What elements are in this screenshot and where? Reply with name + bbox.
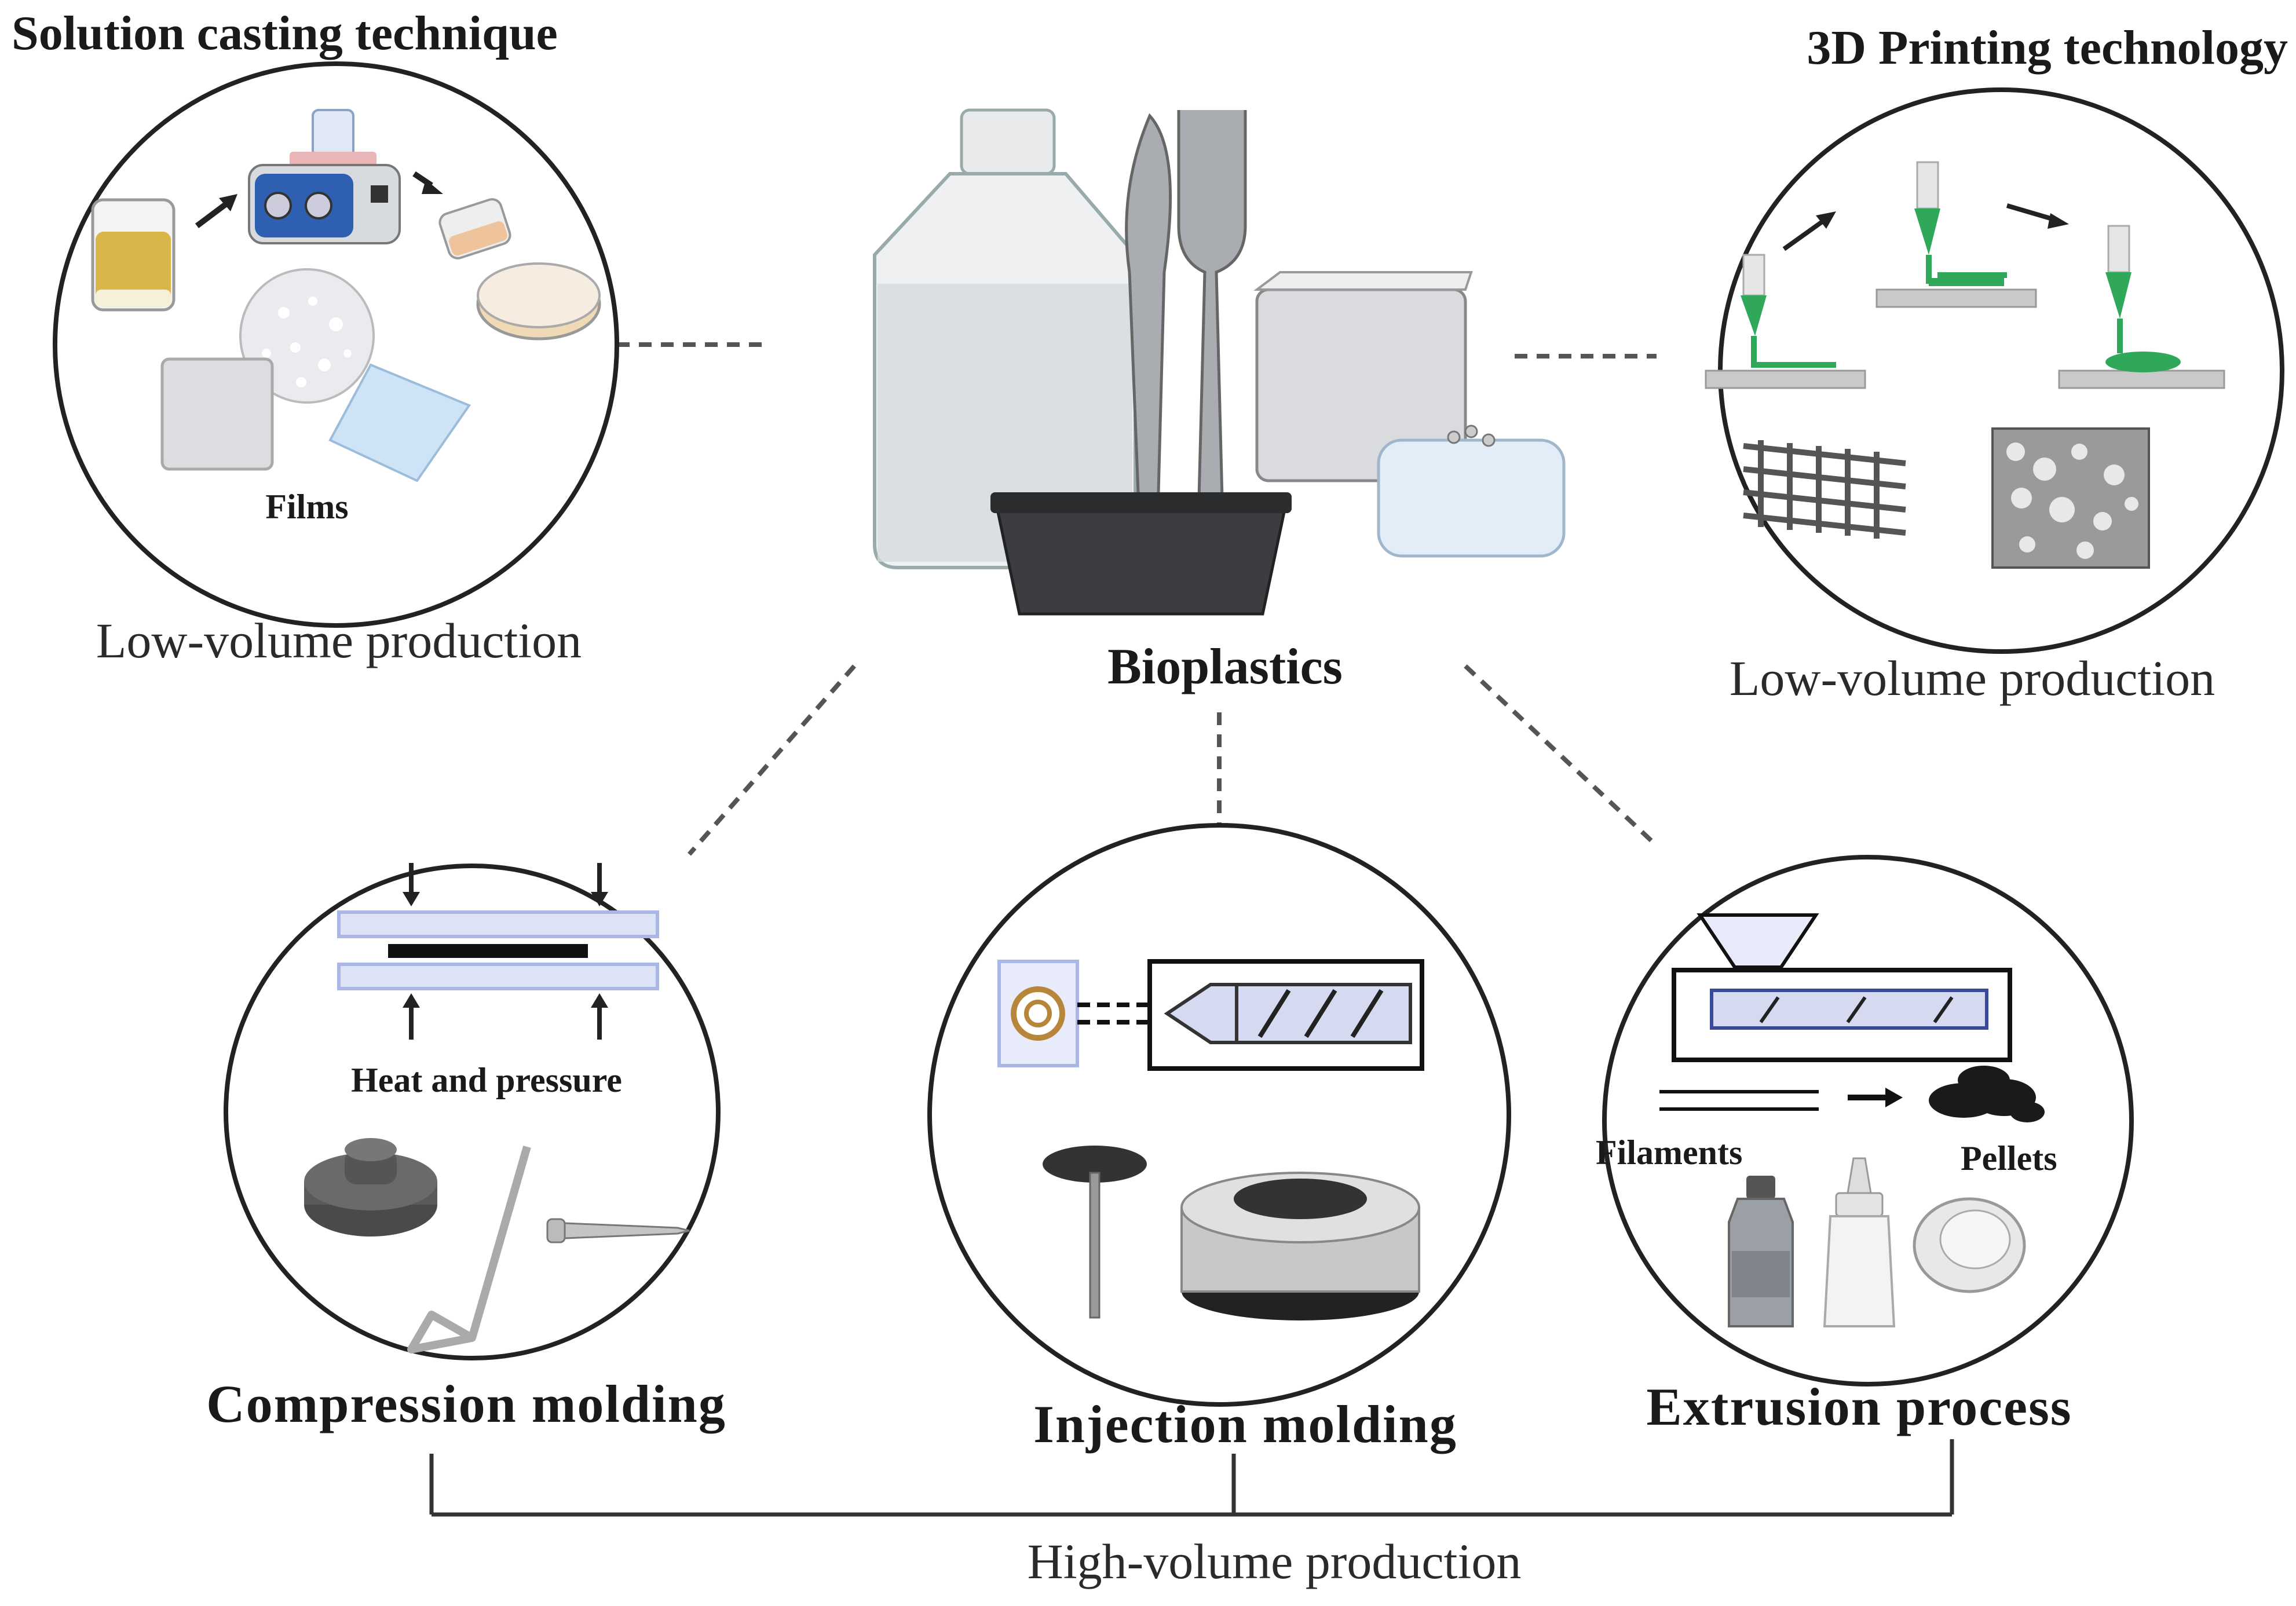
sample-layer: [388, 944, 588, 958]
solution-casting-panel: Films: [53, 61, 619, 628]
blue-film-icon: [328, 363, 471, 482]
connector-compression: [687, 664, 857, 856]
extruder-barrel-icon: [1672, 968, 2012, 1062]
arrow-head-icon-2: [422, 180, 443, 194]
injection-molding-panel: [927, 823, 1511, 1407]
bottom-plate: [337, 963, 659, 990]
printer-nozzle-icon-2: [1875, 161, 2037, 308]
beaker-icon: [91, 198, 176, 312]
printer-nozzle-icon-1: [1705, 254, 1866, 389]
mold-icon: [997, 960, 1079, 1067]
cube-icon: [1253, 271, 1473, 482]
injection-circle: [927, 823, 1511, 1407]
molded-part-icon: [1180, 1172, 1420, 1320]
pellets-icon: [1929, 1066, 2045, 1122]
low-volume-left-label: Low-volume production: [96, 613, 582, 668]
bioplastics-illustration: [873, 108, 1566, 616]
bottle-icon-2: [1728, 1176, 1794, 1327]
petri-dish-icon: [476, 262, 601, 341]
nozzle-lines: [1077, 1003, 1164, 1025]
heat-pressure-label: Heat and pressure: [351, 1061, 622, 1099]
high-volume-bracket: [429, 1439, 1954, 1517]
connector-extrusion: [1464, 664, 1658, 847]
connectors: [617, 342, 1658, 856]
arrow-up-icon-2: [591, 993, 608, 1008]
filaments-label: Filaments: [1596, 1133, 1742, 1172]
arrow-down-icon-1: [403, 892, 420, 906]
compression-molding-label: Compression molding: [206, 1374, 726, 1433]
hydrogel-icon: [1377, 425, 1566, 558]
bottle-cap-icon: [1913, 1197, 2026, 1293]
solution-casting-title: Solution casting technique: [12, 6, 558, 60]
arrow-head-icon-3: [1816, 211, 1836, 229]
printer-nozzle-icon-3: [2058, 225, 2225, 389]
screw-icon: [546, 1218, 690, 1243]
top-plate: [337, 910, 659, 938]
arrow-down-icon-2: [591, 892, 608, 906]
3d-printing-title: 3D Printing technology: [1807, 21, 2288, 75]
filaments-icon: [1659, 1090, 1819, 1111]
knob-icon: [304, 1138, 437, 1236]
baby-bottle-icon: [1823, 1157, 1896, 1327]
injection-molding-label: Injection molding: [1033, 1395, 1457, 1454]
injection-barrel-icon: [1147, 959, 1424, 1071]
high-volume-label: High-volume production: [1028, 1534, 1522, 1589]
ejector-pin-icon: [1043, 1146, 1147, 1319]
extrusion-panel: Filaments Pellets: [1596, 855, 2134, 1386]
bioplastics-label: Bioplastics: [1107, 639, 1343, 695]
arrow-icon-3: [1782, 218, 1826, 251]
pressure-arrows-down: [409, 863, 602, 895]
fork-icon: [1177, 110, 1247, 508]
lattice-scaffold-icon: [1743, 440, 1906, 539]
hotplate-stirrer-icon: [248, 109, 401, 244]
films-label: Films: [265, 488, 348, 526]
tray-icon: [990, 492, 1292, 616]
compression-molding-panel: Heat and pressure: [224, 863, 721, 1360]
porous-block-icon: [1991, 427, 2150, 569]
arrow-head-icon-4: [2048, 213, 2069, 229]
hopper-icon: [1697, 913, 1819, 969]
low-volume-right-label: Low-volume production: [1730, 650, 2215, 706]
hook-icon: [407, 1146, 531, 1353]
pellets-label: Pellets: [1961, 1139, 2057, 1177]
compression-circle: [224, 864, 721, 1360]
square-film-icon: [160, 357, 274, 471]
arrow-icon-4: [2006, 203, 2057, 222]
arrow-head-icon: [219, 194, 237, 211]
pressure-arrows-up: [409, 1005, 602, 1040]
3d-printing-panel: [1705, 87, 2284, 654]
arrow-head-icon-5: [1885, 1088, 1903, 1107]
extrusion-process-label: Extrusion process: [1646, 1377, 2072, 1436]
pouring-cup-icon: [438, 198, 511, 259]
arrow-up-icon-1: [403, 993, 420, 1008]
